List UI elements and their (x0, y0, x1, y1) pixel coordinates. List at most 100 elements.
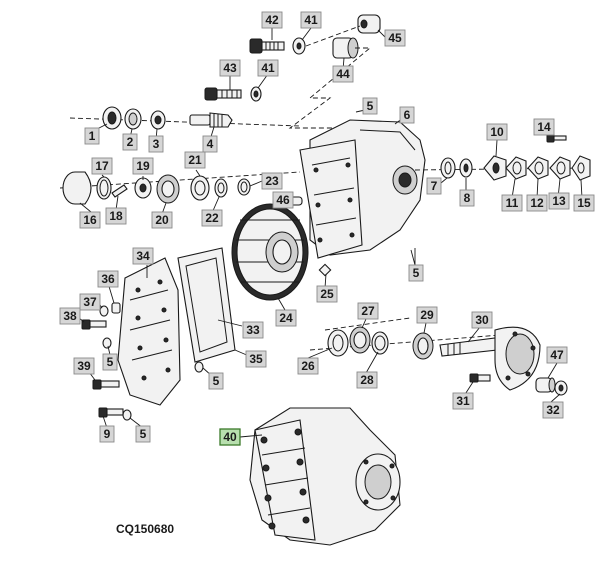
callout-11[interactable]: 11 (501, 194, 523, 212)
washer-41-top-drawing (292, 37, 306, 55)
callout-15[interactable]: 15 (573, 194, 595, 212)
svg-text:8: 8 (464, 191, 471, 205)
callout-4[interactable]: 4 (202, 135, 218, 153)
bearing-21-drawing (190, 175, 210, 201)
bearing-1-drawing (102, 106, 122, 130)
svg-text:3: 3 (153, 137, 160, 151)
gasket-13-drawing (549, 156, 571, 180)
callout-27[interactable]: 27 (357, 302, 379, 320)
svg-text:18: 18 (109, 209, 123, 223)
svg-text:2: 2 (127, 135, 134, 149)
svg-text:47: 47 (550, 348, 564, 362)
callout-20[interactable]: 20 (151, 211, 173, 229)
svg-text:21: 21 (188, 153, 202, 167)
svg-text:45: 45 (388, 31, 402, 45)
callout-9[interactable]: 9 (99, 425, 115, 443)
callout-40-highlighted[interactable]: 40 (219, 428, 241, 446)
washer-5-left-drawing (102, 337, 204, 421)
callout-22[interactable]: 22 (201, 209, 223, 227)
svg-text:33: 33 (246, 323, 260, 337)
svg-text:41: 41 (261, 61, 275, 75)
callout-45[interactable]: 45 (384, 29, 406, 47)
svg-text:6: 6 (404, 108, 411, 122)
bolt-38-drawing (81, 319, 107, 330)
callout-5-right[interactable]: 5 (408, 264, 424, 282)
callout-43[interactable]: 43 (219, 59, 241, 77)
callout-29[interactable]: 29 (416, 306, 438, 324)
callout-41-top[interactable]: 41 (300, 11, 322, 29)
callout-28[interactable]: 28 (356, 371, 378, 389)
callout-23[interactable]: 23 (261, 172, 283, 190)
callout-10[interactable]: 10 (486, 123, 508, 141)
callout-35[interactable]: 35 (245, 350, 267, 368)
svg-text:5: 5 (107, 355, 114, 369)
callout-12[interactable]: 12 (526, 194, 548, 212)
svg-text:19: 19 (136, 159, 150, 173)
callout-16[interactable]: 16 (79, 211, 101, 229)
callout-34[interactable]: 34 (132, 247, 154, 265)
shaft-4-drawing (189, 112, 233, 128)
callout-5-top[interactable]: 5 (362, 97, 378, 115)
callout-32[interactable]: 32 (542, 401, 564, 419)
callout-13[interactable]: 13 (548, 192, 570, 210)
svg-text:15: 15 (577, 196, 591, 210)
callout-24[interactable]: 24 (275, 309, 297, 327)
gear-19-drawing (134, 177, 152, 199)
svg-text:43: 43 (223, 61, 237, 75)
nut-32-drawing (554, 380, 568, 396)
callout-46[interactable]: 46 (272, 191, 294, 209)
callout-47[interactable]: 47 (546, 346, 568, 364)
callout-38[interactable]: 38 (59, 307, 81, 325)
pin-18-drawing (111, 184, 128, 198)
callout-31[interactable]: 31 (452, 392, 474, 410)
callout-19[interactable]: 19 (132, 157, 154, 175)
svg-text:40: 40 (223, 430, 237, 444)
callout-3[interactable]: 3 (148, 135, 164, 153)
callout-8[interactable]: 8 (459, 189, 475, 207)
callout-39[interactable]: 39 (73, 357, 95, 375)
callout-30[interactable]: 30 (471, 311, 493, 329)
bolt-43-drawing (204, 87, 242, 101)
spacer-47-drawing (535, 377, 556, 393)
callout-2[interactable]: 2 (122, 133, 138, 151)
svg-text:42: 42 (265, 13, 279, 27)
svg-text:31: 31 (456, 394, 470, 408)
callout-36[interactable]: 36 (97, 270, 119, 288)
callout-7[interactable]: 7 (426, 177, 442, 195)
svg-text:46: 46 (276, 193, 290, 207)
callout-5-bottom-left[interactable]: 5 (135, 425, 151, 443)
svg-text:11: 11 (506, 196, 519, 210)
svg-text:32: 32 (546, 403, 560, 417)
cover-16-drawing (62, 171, 92, 205)
callout-6[interactable]: 6 (399, 106, 415, 124)
svg-text:37: 37 (83, 295, 97, 309)
callout-18[interactable]: 18 (105, 207, 127, 225)
svg-text:14: 14 (537, 120, 551, 134)
figure-id: CQ150680 (116, 522, 174, 536)
shaft-30-drawing (439, 326, 541, 391)
callout-33[interactable]: 33 (242, 321, 264, 339)
callout-42[interactable]: 42 (261, 11, 283, 29)
svg-text:29: 29 (420, 308, 434, 322)
svg-text:13: 13 (552, 194, 566, 208)
svg-text:5: 5 (413, 266, 420, 280)
callout-26[interactable]: 26 (297, 357, 319, 375)
callout-17[interactable]: 17 (91, 157, 113, 175)
callout-5-lower-mid[interactable]: 5 (208, 372, 224, 390)
callout-21[interactable]: 21 (184, 151, 206, 169)
callout-44[interactable]: 44 (332, 65, 354, 83)
svg-text:38: 38 (63, 309, 77, 323)
ring-22-drawing (214, 178, 228, 198)
callout-37[interactable]: 37 (79, 293, 101, 311)
ring-28-drawing (371, 331, 389, 355)
svg-text:39: 39 (77, 359, 91, 373)
callout-14[interactable]: 14 (533, 118, 555, 136)
callout-41[interactable]: 41 (257, 59, 279, 77)
callout-25[interactable]: 25 (316, 285, 338, 303)
svg-text:5: 5 (367, 99, 374, 113)
svg-text:36: 36 (101, 272, 115, 286)
callout-5-mid-left[interactable]: 5 (102, 353, 118, 371)
svg-text:10: 10 (490, 125, 504, 139)
svg-text:5: 5 (140, 427, 147, 441)
callout-1[interactable]: 1 (84, 127, 100, 145)
